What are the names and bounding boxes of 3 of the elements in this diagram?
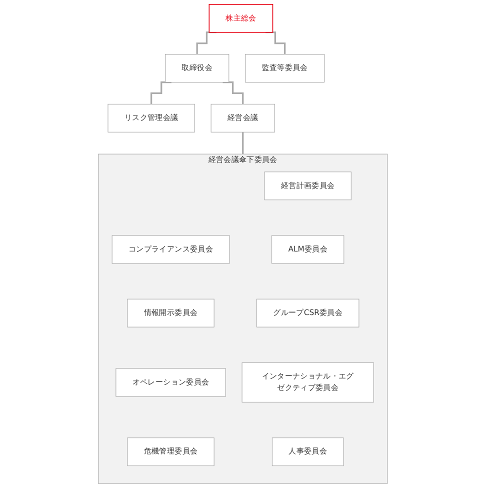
connector: [242, 131, 244, 155]
connector: [150, 81, 172, 105]
connector: [222, 81, 244, 105]
